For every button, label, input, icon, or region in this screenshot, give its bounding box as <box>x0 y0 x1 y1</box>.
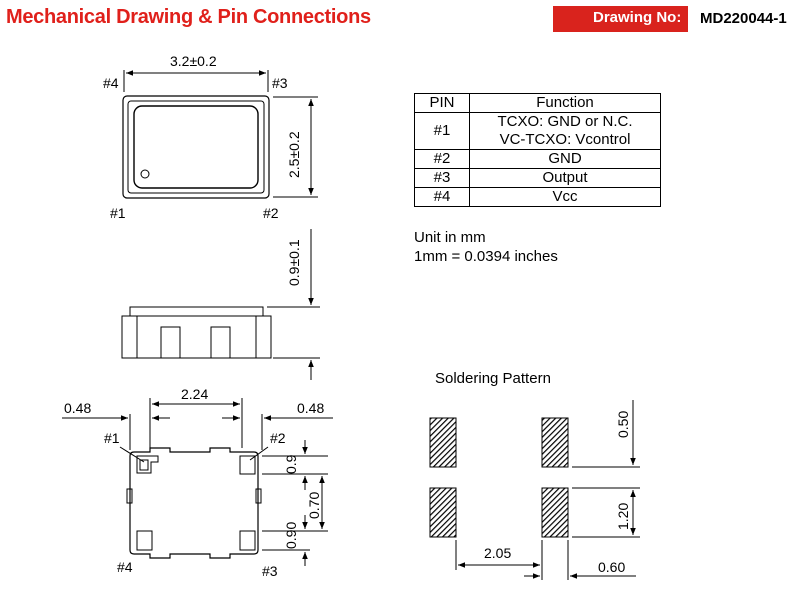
table-header-pin: PIN <box>414 93 470 113</box>
table-cell-pin: #3 <box>414 168 470 188</box>
bottom-outline <box>129 447 259 559</box>
soldering-pattern-title: Soldering Pattern <box>435 370 551 387</box>
top-width-dim: 3.2±0.2 <box>170 53 217 69</box>
side-pad-left <box>160 326 181 359</box>
solder-pad-bottom-left <box>429 487 457 538</box>
bottom-dim-right: 0.48 <box>297 400 324 416</box>
bottom-pad-1 <box>136 455 159 474</box>
table-row: #2 GND <box>414 149 661 169</box>
table-cell-function: Vcc <box>469 187 661 207</box>
bottom-view <box>62 398 333 566</box>
side-view <box>121 229 320 380</box>
side-pad-right <box>210 326 231 359</box>
table-cell-pin: #4 <box>414 187 470 207</box>
bottom-pin2-label: #2 <box>270 430 286 446</box>
top-view <box>122 70 318 199</box>
solder-dim-205: 2.05 <box>484 545 511 561</box>
drawing-number-value: MD220044-1 <box>700 10 787 27</box>
bottom-pin3-label: #3 <box>262 563 278 579</box>
side-body <box>121 315 272 359</box>
units-line-2: 1mm = 0.0394 inches <box>414 248 558 265</box>
units-line-1: Unit in mm <box>414 229 486 246</box>
table-cell-function: Output <box>469 168 661 188</box>
package-outline <box>122 95 270 199</box>
table-cell-function: TCXO: GND or N.C. VC-TCXO: Vcontrol <box>469 112 661 150</box>
solder-dim-120: 1.20 <box>615 503 631 530</box>
table-header-row: PIN Function <box>414 93 661 113</box>
bottom-pin4-label: #4 <box>117 559 133 575</box>
bottom-pin1-label: #1 <box>104 430 120 446</box>
package-lid <box>133 105 259 189</box>
soldering-pattern <box>429 400 640 580</box>
top-pin3-label: #3 <box>272 75 288 91</box>
bottom-dim-left: 0.48 <box>64 400 91 416</box>
bottom-dim-090: 0.90 <box>283 522 299 549</box>
table-cell-function: GND <box>469 149 661 169</box>
bottom-pad-3 <box>239 530 256 551</box>
side-thickness-dim: 0.9±0.1 <box>286 239 302 286</box>
side-lid <box>129 306 264 317</box>
pin1-marker-dot <box>140 169 150 179</box>
table-cell-pin: #2 <box>414 149 470 169</box>
pin-function-table: PIN Function #1 TCXO: GND or N.C. VC-TCX… <box>414 93 661 207</box>
package-inner-ring <box>127 100 265 194</box>
bottom-pad-2 <box>239 455 256 475</box>
drawing-number-label: Drawing No: <box>553 6 688 32</box>
solder-pad-bottom-right <box>541 487 569 538</box>
bottom-dim-070: 0.70 <box>306 492 322 519</box>
solder-pad-top-left <box>429 417 457 468</box>
page-title: Mechanical Drawing & Pin Connections <box>6 6 371 28</box>
top-pin4-label: #4 <box>103 75 119 91</box>
table-row: #1 TCXO: GND or N.C. VC-TCXO: Vcontrol <box>414 112 661 150</box>
solder-dim-060: 0.60 <box>598 559 625 575</box>
bottom-dim-center: 2.24 <box>181 386 208 402</box>
table-cell-line: TCXO: GND or N.C. <box>497 113 633 130</box>
top-pin2-label: #2 <box>263 205 279 221</box>
table-row: #4 Vcc <box>414 187 661 207</box>
top-pin1-label: #1 <box>110 205 126 221</box>
table-header-function: Function <box>469 93 661 113</box>
solder-pad-top-right <box>541 417 569 468</box>
top-height-dim: 2.5±0.2 <box>286 131 302 178</box>
units-note: Unit in mm 1mm = 0.0394 inches <box>414 228 558 266</box>
table-row: #3 Output <box>414 168 661 188</box>
bottom-dim-09: 0.9 <box>283 454 299 474</box>
table-cell-pin: #1 <box>414 112 470 150</box>
table-cell-line: VC-TCXO: Vcontrol <box>499 131 631 148</box>
solder-dim-050: 0.50 <box>615 411 631 438</box>
bottom-pad-4 <box>136 530 153 551</box>
